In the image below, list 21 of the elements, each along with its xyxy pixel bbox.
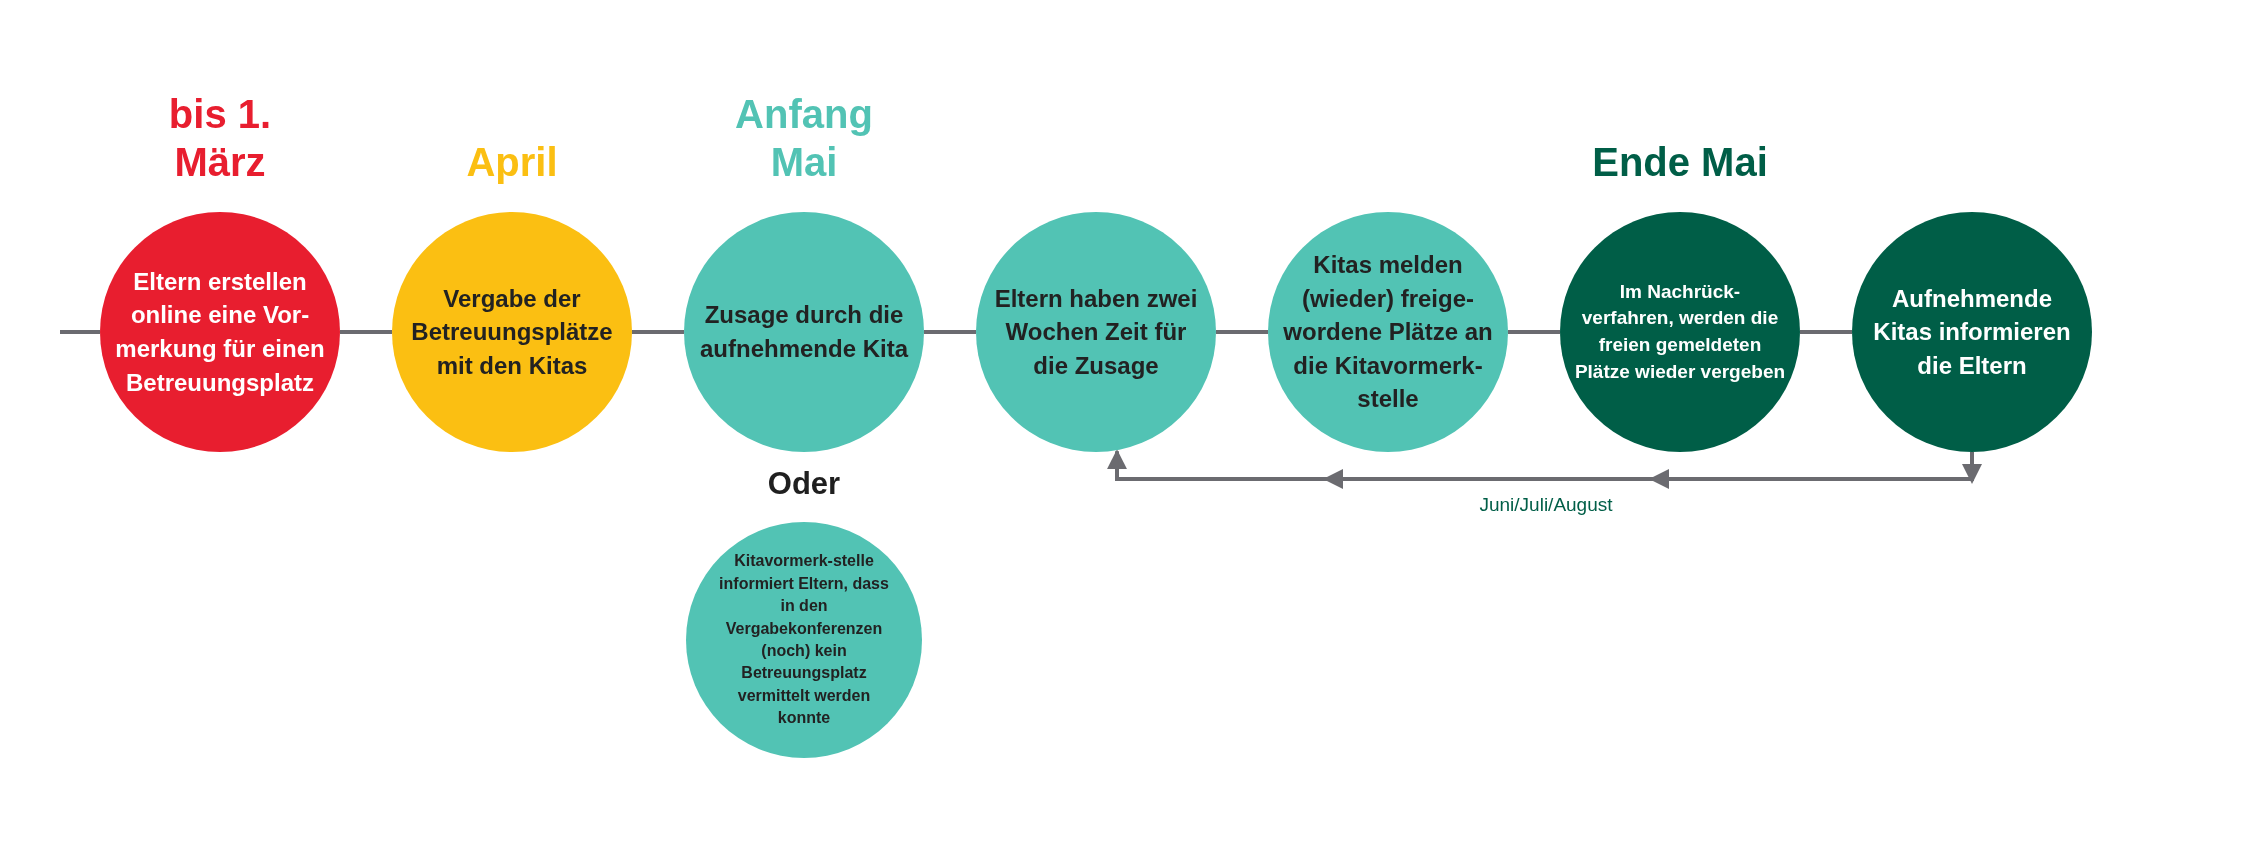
connector-line xyxy=(60,330,100,334)
date-heading: bis 1. März xyxy=(167,91,273,186)
or-label: Oder xyxy=(767,466,841,502)
connector-line xyxy=(1800,330,1852,334)
connector-line xyxy=(340,330,392,334)
step-text: Eltern erstellen online eine Vor-merkung für einen Betreuungsplatz xyxy=(114,266,326,398)
step-text: Kitas melden (wieder) freige-wordene Plätze an die Kitavormerk-stelle xyxy=(1282,250,1494,415)
connector-line xyxy=(924,330,976,334)
connector-line xyxy=(1508,330,1560,334)
step-text: Kitavormerk-stelle informiert Eltern, dass in den Vergabekonferenzen (noch) kein Betreuungsplatz vermittelt werden konnte xyxy=(718,551,890,729)
date-heading: Ende Mai xyxy=(1591,139,1769,186)
step-text: Aufnehmende Kitas informieren die Eltern xyxy=(1872,283,2072,381)
connector-line xyxy=(1216,330,1268,334)
step-text: Zusage durch die aufnehmende Kita xyxy=(699,300,910,364)
step-text: Vergabe der Betreuungsplätze mit den Kitas xyxy=(410,283,614,381)
step-text: Eltern haben zwei Wochen Zeit für die Zusage xyxy=(994,283,1198,381)
connector-line xyxy=(632,330,684,334)
date-heading: Anfang Mai xyxy=(734,91,874,186)
step-text: Im Nachrück-verfahren, werden die freien gemeldeten Plätze wieder vergeben xyxy=(1574,279,1786,384)
date-heading: April xyxy=(465,139,559,186)
edge-label: Juni/Juli/August xyxy=(1479,494,1613,516)
